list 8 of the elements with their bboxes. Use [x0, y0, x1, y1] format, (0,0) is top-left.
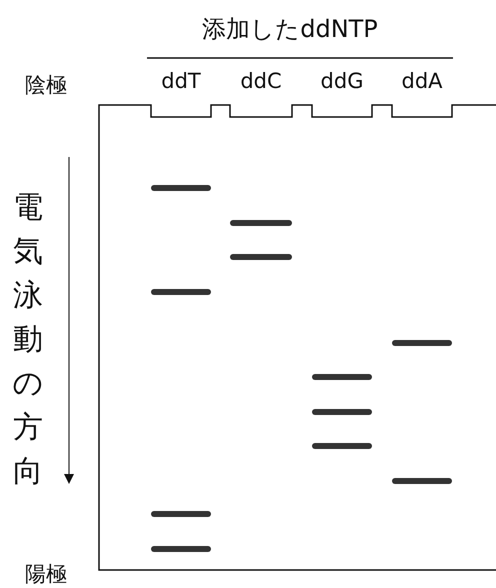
- lane-label: ddC: [239, 71, 283, 92]
- title: 添加したddNTP: [201, 17, 379, 41]
- direction-label: 電気泳動の方向: [12, 189, 44, 491]
- lane-label: ddT: [160, 71, 202, 92]
- electrode-label: 陽極: [25, 564, 67, 585]
- lane-label: ddG: [320, 71, 364, 92]
- lane-label: ddA: [400, 71, 444, 92]
- electrode-label: 陰極: [25, 75, 67, 96]
